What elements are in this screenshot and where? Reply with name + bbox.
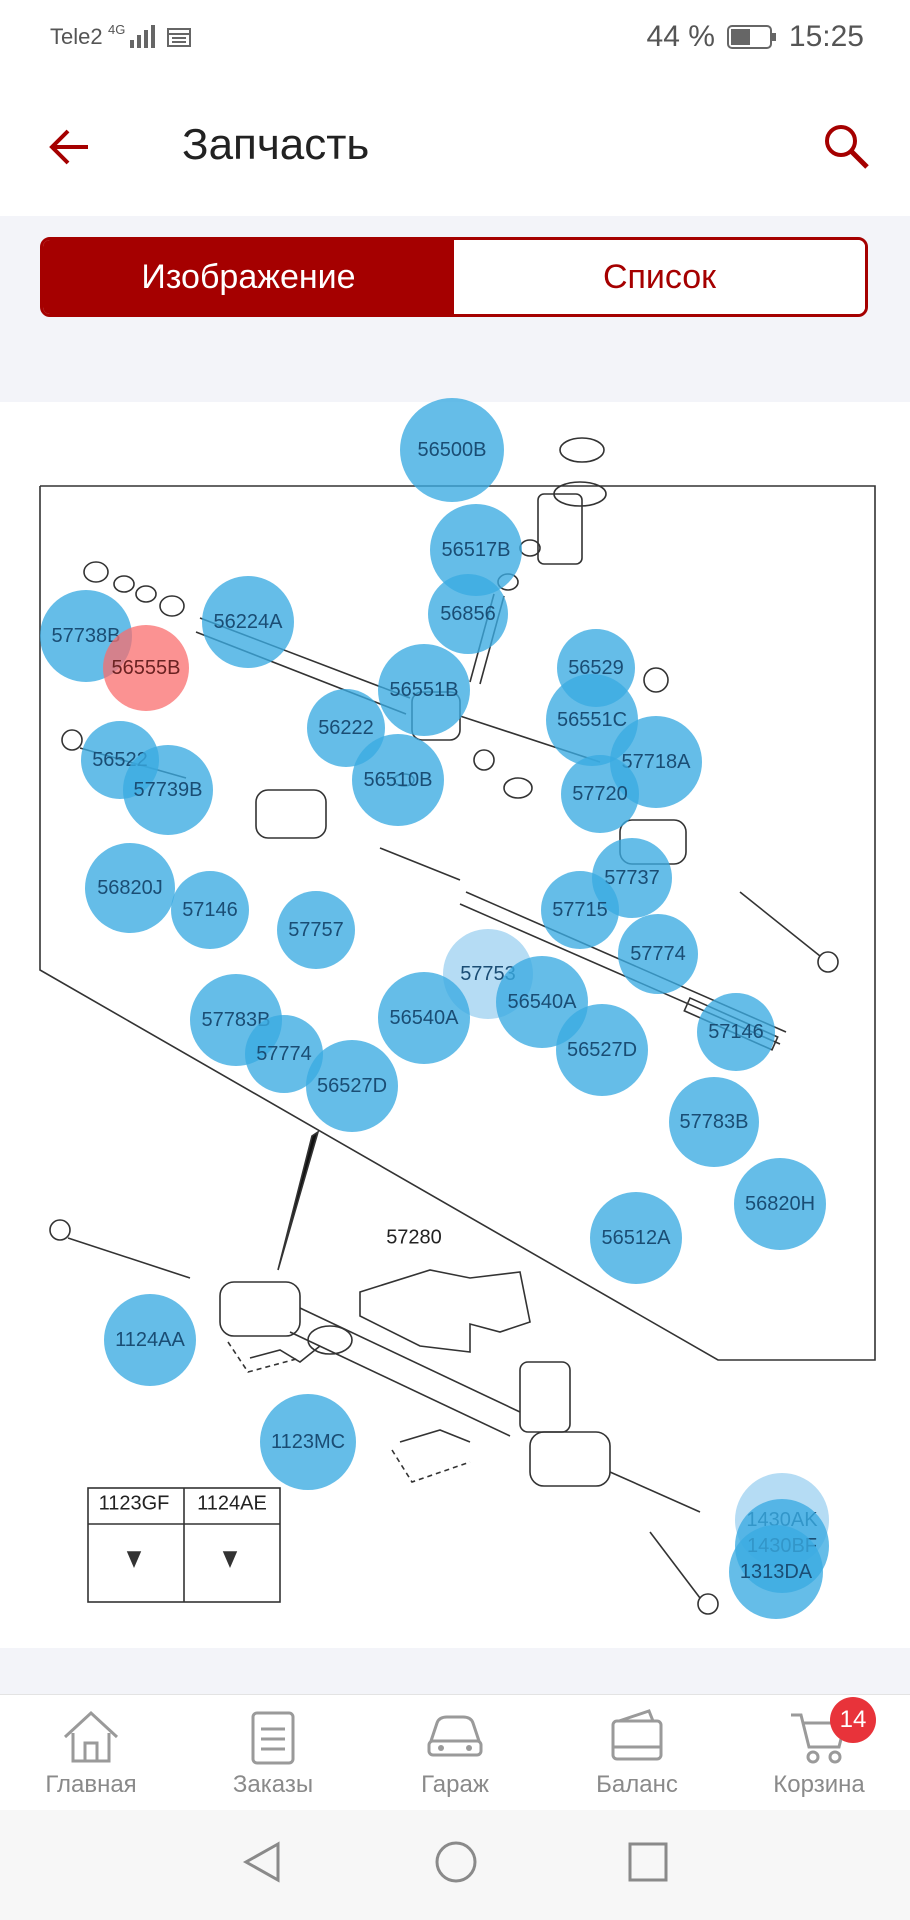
nav-label: Корзина (773, 1771, 865, 1798)
nav-item-orders[interactable]: Заказы (182, 1695, 364, 1811)
tab-list[interactable]: Список (454, 240, 865, 314)
hotspot[interactable]: 1124AA (104, 1294, 196, 1386)
status-bar: Tele2 4G 44 % 15:25 (0, 0, 910, 78)
calendar-icon (167, 28, 191, 47)
back-triangle-icon[interactable] (240, 1838, 284, 1886)
hotspot[interactable]: 56512A (590, 1192, 682, 1284)
hotspot[interactable]: 56540A (378, 972, 470, 1064)
signal-icon (130, 25, 155, 48)
nav-label: Заказы (232, 1771, 314, 1798)
system-nav-bar (0, 1810, 910, 1920)
hotspot[interactable]: 56820H (734, 1158, 826, 1250)
car-icon (427, 1715, 483, 1757)
nav-label: Баланс (596, 1771, 678, 1798)
nav-label: Гараж (421, 1771, 489, 1798)
hotspot[interactable]: 57146 (697, 993, 775, 1071)
hotspot[interactable]: 1313DA (729, 1525, 823, 1619)
hotspot[interactable]: 57718A (610, 716, 702, 808)
assembly-label: 57280 (386, 1226, 442, 1249)
view-switcher: Изображение Список (40, 237, 868, 317)
recents-square-icon[interactable] (626, 1840, 670, 1884)
nav-item-garage[interactable]: Гараж (364, 1695, 546, 1811)
search-icon[interactable] (822, 122, 872, 172)
hotspot[interactable]: 57715 (541, 871, 619, 949)
nav-item-balance[interactable]: Баланс (546, 1695, 728, 1811)
tab-image[interactable]: Изображение (43, 240, 454, 314)
battery-percent: 44 % (646, 20, 715, 53)
content-footer (0, 1648, 910, 1694)
home-circle-icon[interactable] (432, 1838, 480, 1886)
page-title: Запчасть (182, 120, 370, 169)
nav-label: Главная (45, 1771, 137, 1798)
hotspot[interactable]: 57720 (561, 755, 639, 833)
hotspot[interactable]: 57146 (171, 871, 249, 949)
table-header-1: 1123GF (98, 1492, 170, 1515)
hotspot[interactable]: 56527D (306, 1040, 398, 1132)
network-type: 4G (108, 22, 126, 37)
hotspot[interactable]: 56820J (85, 843, 175, 933)
hotspot[interactable]: 56224A (202, 576, 294, 668)
battery-icon (726, 25, 776, 49)
app-header: Запчасть (0, 78, 910, 216)
hotspot[interactable]: 56527D (556, 1004, 648, 1096)
parts-diagram: 57280 1123GF 1124AE 56500B 56517B 56856 … (0, 398, 910, 1648)
bottom-nav: Главная Заказы Гараж Баланс К (0, 1694, 910, 1811)
hotspot[interactable]: 57757 (277, 891, 355, 969)
table-header-2: 1124AE (197, 1492, 267, 1515)
home-icon (63, 1710, 119, 1763)
orders-icon (251, 1711, 295, 1765)
hotspot[interactable]: 56510B (352, 734, 444, 826)
nav-item-cart[interactable]: Корзина 14 (728, 1695, 910, 1811)
clock: 15:25 (788, 20, 864, 53)
hotspot[interactable]: 56856 (428, 574, 508, 654)
carrier-name: Tele2 (50, 24, 103, 49)
hotspot[interactable]: 56551B (378, 644, 470, 736)
hotspot[interactable]: 1123MC (260, 1394, 356, 1490)
wallet-icon (611, 1709, 663, 1761)
hotspot[interactable]: 57739B (123, 745, 213, 835)
cart-badge: 14 (830, 1697, 876, 1743)
arrow-left-icon[interactable] (46, 124, 92, 170)
hotspot[interactable]: 56500B (400, 398, 504, 502)
hotspot[interactable]: 57783B (669, 1077, 759, 1167)
hotspot-selected[interactable]: 56555B (103, 625, 189, 711)
hotspot[interactable]: 57774 (618, 914, 698, 994)
nav-item-home[interactable]: Главная (0, 1695, 182, 1811)
